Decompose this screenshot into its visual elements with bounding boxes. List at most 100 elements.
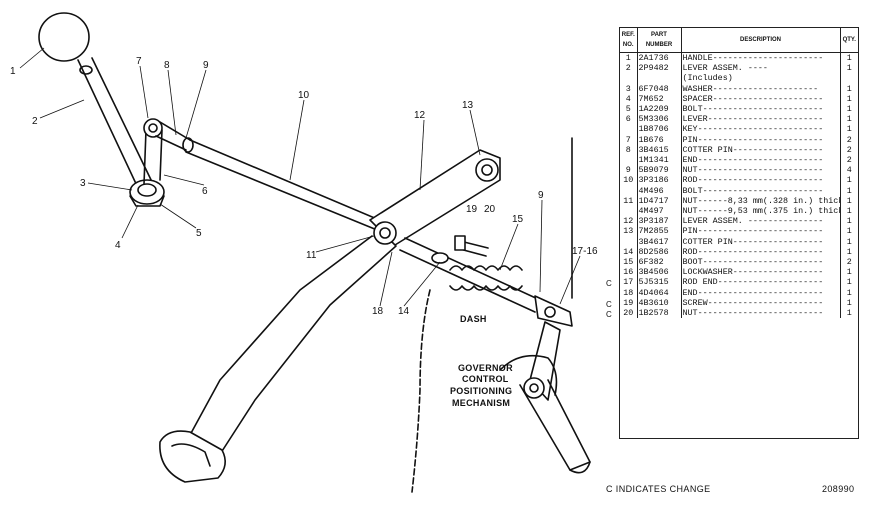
cell-ref: 15	[620, 257, 638, 268]
cell-desc: WASHER---------------------	[681, 83, 841, 94]
cell-desc: NUT------9,53 mm(.375 in.) thick	[681, 206, 841, 217]
cell-desc: LEVER ASSEM. ---------------	[681, 216, 841, 227]
cell-ref: 6	[620, 114, 638, 125]
cell-ref: 8	[620, 144, 638, 156]
cell-ref: 19	[620, 297, 638, 309]
dash-line	[411, 289, 431, 493]
cell-ref	[620, 206, 638, 217]
cell-ref: 14	[620, 246, 638, 258]
cell-part: 4B3610	[637, 297, 682, 309]
linkage-diagram: 1 2 3 4 5 6 7 8 9 10 11 12 13 14 15 17-1…	[10, 12, 598, 493]
cell-ref	[620, 124, 638, 135]
cell-qty: 4	[846, 165, 852, 176]
cell-ref: 17	[620, 277, 638, 288]
cell-desc: (Includes)	[681, 73, 841, 84]
governor-caption-line1: GOVERNOR	[458, 363, 513, 373]
handle-knob	[38, 12, 90, 62]
cell-ref: 11	[620, 195, 638, 207]
cell-desc: LOCKWASHER------------------	[681, 267, 841, 278]
change-marker: C	[606, 279, 612, 289]
rod-14	[399, 237, 541, 313]
cell-qty: 1	[846, 297, 852, 308]
cell-qty: 1	[846, 104, 852, 115]
cell-ref	[620, 155, 638, 166]
callout-14: 14	[398, 306, 410, 317]
cell-desc: LEVER ASSEM. ----	[681, 63, 841, 74]
cell-qty: 2	[846, 155, 852, 166]
callout-9: 9	[203, 60, 209, 71]
cell-ref: 5	[620, 104, 638, 115]
cell-part: 7M652	[637, 93, 682, 105]
cell-ref: 4	[620, 93, 638, 105]
cell-qty: 1	[846, 287, 852, 298]
callout-4: 4	[115, 240, 121, 251]
callout-9-right: 9	[538, 190, 544, 201]
cell-part: 8D2586	[637, 246, 682, 258]
cell-qty: 1	[846, 63, 852, 74]
cell-qty: 2	[846, 144, 852, 155]
cell-part: 1B676	[637, 134, 682, 145]
cell-part: 5J5315	[637, 277, 682, 288]
cell-ref: 1	[620, 52, 638, 64]
change-marker: C	[606, 299, 612, 309]
cell-ref: 3	[620, 83, 638, 94]
cell-qty: 1	[846, 236, 852, 247]
cell-ref: 12	[620, 216, 638, 227]
cell-desc: BOOT------------------------	[681, 257, 841, 268]
governor-caption-line3: POSITIONING	[450, 386, 512, 396]
cell-part: 1D4717	[637, 195, 682, 207]
cell-desc: BOLT------------------------	[681, 185, 841, 196]
governor-caption-line2: CONTROL	[462, 374, 509, 384]
rod-10	[185, 139, 385, 233]
cell-desc: NUT------8,33 mm(.328 in.) thick	[681, 195, 841, 207]
cell-part: 3P3187	[637, 216, 682, 227]
callout-5: 5	[196, 228, 202, 239]
cell-desc: KEY-------------------------	[681, 124, 841, 135]
cell-part: 2A1736	[637, 52, 682, 64]
pedal	[159, 430, 226, 483]
cell-part: 2P9482	[637, 63, 682, 74]
cell-part: 4D4064	[637, 287, 682, 298]
header-qty: QTY.	[840, 28, 858, 53]
callout-11: 11	[306, 250, 317, 261]
cell-desc: END-------------------------	[681, 287, 841, 298]
header-part-number: PART NUMBER	[637, 28, 682, 53]
cell-desc: NUT-------------------------	[681, 308, 841, 319]
boot-15	[449, 265, 523, 291]
cell-qty: 1	[846, 93, 852, 104]
cell-part: 3B4615	[637, 144, 682, 156]
lever-hub	[129, 179, 165, 205]
cell-desc: PIN-------------------------	[681, 134, 841, 145]
cell-part: 4M496	[637, 185, 682, 196]
cell-part: 3P3186	[637, 175, 682, 186]
cell-desc: BOLT------------------------	[681, 104, 841, 115]
callout-8: 8	[164, 60, 170, 71]
cell-qty: 1	[846, 175, 852, 186]
cell-desc: COTTER PIN------------------	[681, 236, 841, 247]
callout-12: 12	[414, 110, 426, 121]
cell-qty: 2	[846, 134, 852, 145]
callout-10: 10	[298, 90, 310, 101]
cell-part: 7M2855	[637, 226, 682, 237]
pedal-arm	[189, 235, 397, 463]
callout-3: 3	[80, 178, 86, 189]
cell-qty: 1	[846, 277, 852, 288]
change-legend: C INDICATES CHANGE	[606, 484, 711, 494]
